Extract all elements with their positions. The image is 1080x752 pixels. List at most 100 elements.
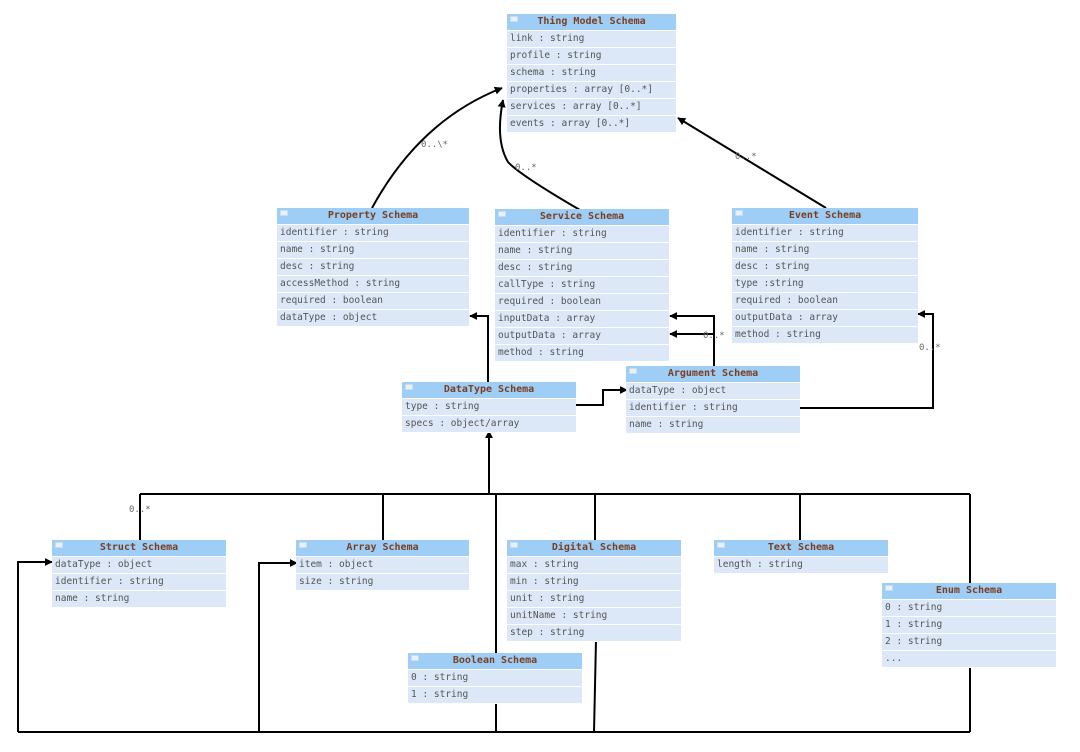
attribute-row: dataType : object: [626, 383, 800, 400]
multiplicity-argument-service: 0..*: [703, 331, 725, 341]
multiplicity-struct-datatype: 0..*: [129, 505, 151, 515]
property-to-thing-connector: [371, 86, 503, 209]
class-icon: [510, 542, 518, 548]
attribute-row: name : string: [732, 242, 918, 259]
attribute-row: type :string: [732, 276, 918, 293]
attribute-row: 1 : string: [882, 617, 1056, 634]
attribute-row: 1 : string: [408, 687, 582, 704]
event-to-thing-connector: [677, 117, 827, 209]
event-schema-header: Event Schema: [732, 208, 918, 225]
argument-schema-box[interactable]: Argument Schema dataType : object identi…: [626, 366, 800, 434]
class-icon: [299, 542, 307, 548]
attribute-row: schema : string: [507, 65, 676, 82]
argument-to-event-connector: [800, 310, 934, 409]
array-schema-box[interactable]: Array Schema item : object size : string: [296, 540, 469, 591]
multiplicity-event-thing: 0..*: [735, 152, 757, 162]
digital-schema-box[interactable]: Digital Schema max : string min : string…: [507, 540, 681, 642]
boolean-schema-box[interactable]: Boolean Schema 0 : string 1 : string: [408, 653, 582, 704]
box-title: DataType Schema: [443, 384, 535, 395]
event-schema-box[interactable]: Event Schema identifier : string name : …: [732, 208, 918, 344]
thing-model-schema-box[interactable]: Thing Model Schema link : string profile…: [507, 14, 676, 133]
class-icon: [510, 16, 518, 22]
datatype-to-argument-connector: [576, 386, 628, 406]
service-to-thing-connector: [497, 99, 581, 211]
box-title: Service Schema: [539, 211, 625, 222]
attribute-row: length : string: [714, 557, 888, 574]
thing-model-schema-header: Thing Model Schema: [507, 14, 676, 31]
attribute-row: desc : string: [277, 259, 469, 276]
multiplicity-argument-event: 0..*: [919, 343, 941, 353]
class-icon: [55, 542, 63, 548]
attribute-row: 0 : string: [882, 600, 1056, 617]
service-schema-box[interactable]: Service Schema identifier : string name …: [495, 209, 669, 362]
box-title: Thing Model Schema: [537, 16, 646, 27]
attribute-row: desc : string: [495, 260, 669, 277]
box-title: Property Schema: [327, 210, 419, 221]
attribute-row: identifier : string: [52, 574, 226, 591]
text-schema-box[interactable]: Text Schema length : string: [714, 540, 888, 574]
box-title: Digital Schema: [551, 542, 637, 553]
property-schema-header: Property Schema: [277, 208, 469, 225]
enum-schema-header: Enum Schema: [882, 583, 1056, 600]
attribute-row: name : string: [277, 242, 469, 259]
attribute-row: callType : string: [495, 277, 669, 294]
attribute-row: item : object: [296, 557, 469, 574]
datatype-to-property-connector: [469, 312, 489, 382]
argument-to-service-input-connector: [669, 312, 715, 367]
attribute-row: max : string: [507, 557, 681, 574]
attribute-row: link : string: [507, 31, 676, 48]
array-schema-header: Array Schema: [296, 540, 469, 557]
attribute-row: outputData : array: [495, 328, 669, 345]
attribute-row: identifier : string: [277, 225, 469, 242]
attribute-row: 0 : string: [408, 670, 582, 687]
attribute-row: properties : array [0..*]: [507, 82, 676, 99]
attribute-row: services : array [0..*]: [507, 99, 676, 116]
service-schema-header: Service Schema: [495, 209, 669, 226]
attribute-row: accessMethod : string: [277, 276, 469, 293]
box-title: Enum Schema: [935, 585, 1003, 596]
struct-schema-header: Struct Schema: [52, 540, 226, 557]
datatype-schema-header: DataType Schema: [402, 382, 576, 399]
text-schema-header: Text Schema: [714, 540, 888, 557]
box-title: Event Schema: [788, 210, 862, 221]
datatype-schema-box[interactable]: DataType Schema type : string specs : ob…: [402, 382, 576, 433]
attribute-row: events : array [0..*]: [507, 116, 676, 133]
multiplicity-property-thing: 0..\*: [421, 140, 449, 150]
boolean-schema-header: Boolean Schema: [408, 653, 582, 670]
class-icon: [885, 585, 893, 591]
attribute-row: dataType : object: [277, 310, 469, 327]
class-icon: [405, 384, 413, 390]
property-schema-box[interactable]: Property Schema identifier : string name…: [277, 208, 469, 327]
multiplicity-service-thing: 0..*: [515, 163, 537, 173]
attribute-row: size : string: [296, 574, 469, 591]
box-title: Text Schema: [767, 542, 835, 553]
attribute-row: identifier : string: [732, 225, 918, 242]
argument-schema-header: Argument Schema: [626, 366, 800, 383]
attribute-row: ...: [882, 651, 1056, 668]
attribute-row: method : string: [495, 345, 669, 362]
attribute-row: required : boolean: [495, 294, 669, 311]
box-title: Argument Schema: [667, 368, 759, 379]
attribute-row: name : string: [52, 591, 226, 608]
attribute-row: step : string: [507, 625, 681, 642]
attribute-row: name : string: [626, 417, 800, 434]
attribute-row: required : boolean: [277, 293, 469, 310]
struct-schema-box[interactable]: Struct Schema dataType : object identifi…: [52, 540, 226, 608]
attribute-row: unit : string: [507, 591, 681, 608]
class-icon: [735, 210, 743, 216]
attribute-row: inputData : array: [495, 311, 669, 328]
digital-long-drop: [593, 639, 597, 733]
to-array-item-connector: [258, 559, 298, 732]
attribute-row: required : boolean: [732, 293, 918, 310]
attribute-row: identifier : string: [495, 226, 669, 243]
attribute-row: desc : string: [732, 259, 918, 276]
digital-schema-header: Digital Schema: [507, 540, 681, 557]
box-title: Struct Schema: [99, 542, 179, 553]
attribute-row: type : string: [402, 399, 576, 416]
enum-schema-box[interactable]: Enum Schema 0 : string 1 : string 2 : st…: [882, 583, 1056, 668]
class-icon: [411, 655, 419, 661]
attribute-row: specs : object/array: [402, 416, 576, 433]
attribute-row: min : string: [507, 574, 681, 591]
